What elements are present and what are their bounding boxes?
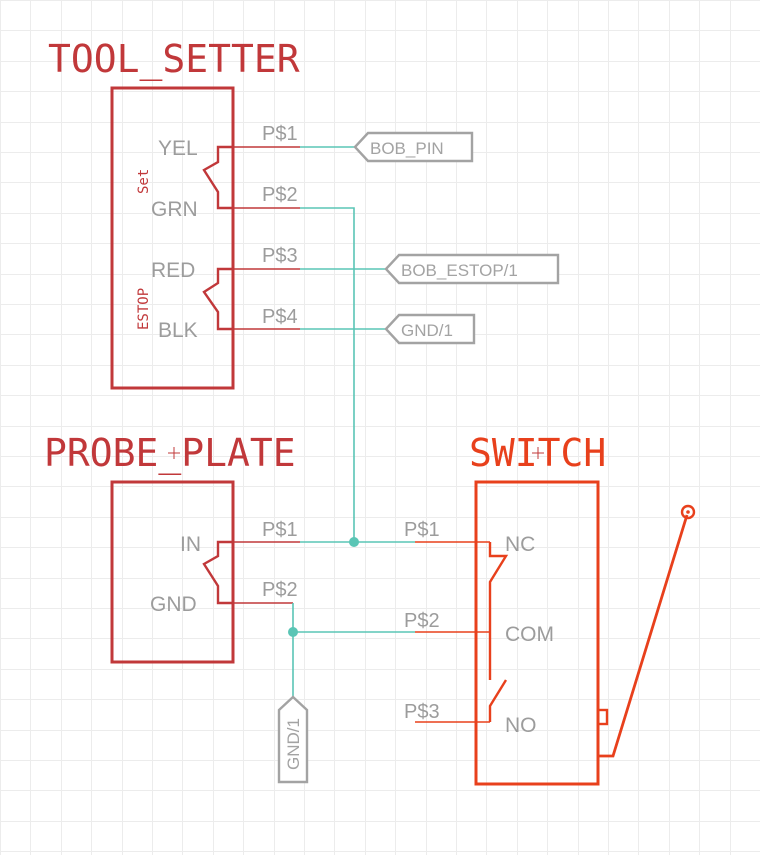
tool-setter-pad-2: P$2	[262, 184, 298, 206]
probe-plate-pad-2: P$2	[262, 579, 298, 601]
net-label-gnd-bottom-frame	[277, 695, 309, 784]
tool-setter-title: TOOL_SETTER	[48, 37, 300, 82]
probe-plate-pad-1: P$1	[262, 519, 298, 541]
net-label-bob-pin-text: BOB_PIN	[370, 139, 444, 158]
tool-setter-part[interactable]: TOOL_SETTER Set ESTOP YEL GRN RED BLK P$…	[48, 37, 300, 390]
switch-lever-roller	[680, 504, 696, 520]
switch-lever[interactable]	[598, 514, 689, 758]
switch-body	[474, 480, 600, 786]
net-label-gnd-top[interactable]: GND/1	[384, 313, 476, 345]
switch-no-contact	[488, 679, 508, 722]
switch-nc-contact	[488, 542, 509, 680]
switch-pin-no: NO	[505, 714, 537, 737]
switch-pin-nc: NC	[505, 533, 535, 556]
tool-setter-group-estop: ESTOP	[136, 288, 152, 330]
tool-setter-pin-grn: GRN	[151, 198, 198, 221]
net-label-bob-pin[interactable]: BOB_PIN	[353, 131, 474, 163]
tool-setter-pin-blk: BLK	[158, 319, 198, 342]
tool-setter-pin-red: RED	[151, 259, 195, 282]
net-label-gnd-bottom[interactable]: GND/1	[277, 695, 309, 784]
switch-pin-com: COM	[505, 623, 554, 646]
net-label-bob-estop-frame	[384, 253, 560, 285]
probe-plate-pin-gnd: GND	[150, 593, 197, 616]
tool-setter-pad-3: P$3	[262, 245, 298, 267]
net-label-gnd-top-frame	[384, 313, 476, 345]
part-origin-markers	[168, 447, 544, 459]
junction-dot-in	[349, 537, 359, 547]
tool-setter-pad-4: P$4	[262, 306, 298, 328]
tool-setter-body	[110, 86, 235, 390]
net-label-bob-estop[interactable]: BOB_ESTOP/1	[384, 253, 560, 285]
switch-pad-1: P$1	[404, 519, 440, 541]
net-label-gnd-top-text: GND/1	[401, 321, 453, 340]
junction-dot-gnd	[288, 627, 298, 637]
tool-setter-estop-contact	[202, 267, 232, 331]
wire-grn-to-probe[interactable]	[300, 207, 355, 542]
nets[interactable]	[288, 146, 415, 700]
net-label-gnd-bottom-text: GND/1	[284, 718, 303, 770]
wire-gnd-to-com[interactable]	[292, 603, 415, 633]
tool-setter-pin-yel: YEL	[158, 137, 198, 160]
switch-part[interactable]: SWITCH NC COM NO P$1 P$2 P$3	[404, 431, 696, 786]
tool-setter-pad-1: P$1	[262, 123, 298, 145]
tool-setter-group-set: Set	[136, 169, 152, 194]
switch-pad-2: P$2	[404, 610, 440, 632]
switch-lever-pivot	[686, 510, 690, 514]
probe-plate-part[interactable]: PROBE_PLATE IN GND P$1 P$2	[44, 431, 300, 664]
tool-setter-set-contact	[202, 145, 232, 210]
probe-plate-contact	[202, 540, 232, 605]
probe-plate-pin-in: IN	[180, 533, 201, 556]
net-label-bob-estop-text: BOB_ESTOP/1	[401, 261, 518, 280]
net-label-bob-pin-frame	[353, 131, 474, 163]
switch-actuator-tab	[596, 708, 609, 726]
probe-plate-body	[110, 480, 235, 664]
switch-pad-3: P$3	[404, 701, 440, 723]
